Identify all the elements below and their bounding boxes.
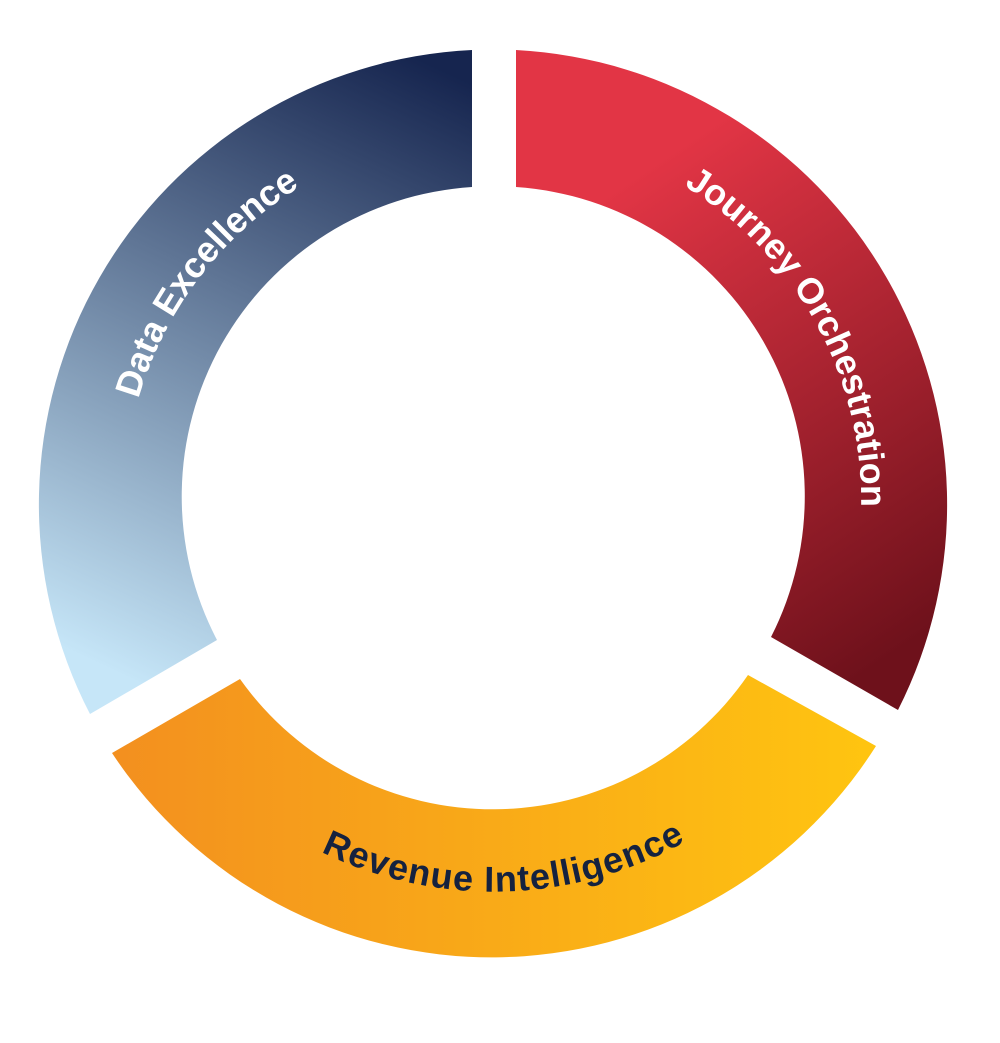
data-excellence-arc [38, 50, 472, 714]
journey-orchestration-arc [516, 50, 948, 710]
revenue-intelligence-arc [112, 675, 876, 958]
segment-data-excellence: Data Excellence [38, 50, 472, 714]
segment-journey-orchestration: Journey Orchestration [516, 50, 948, 710]
segment-revenue-intelligence: Revenue Intelligence [112, 675, 876, 958]
